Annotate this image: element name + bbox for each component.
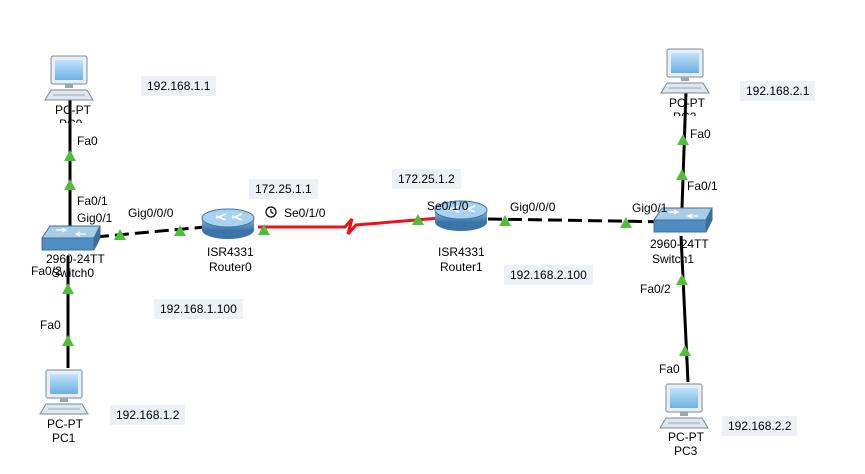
pc1-name-label: PC1 (52, 431, 76, 445)
note-r0-wan-ip[interactable]: 172.25.1.1 (249, 179, 318, 199)
port-label-pc3-fa0: Fa0 (659, 362, 680, 376)
port-label-pc1-fa0: Fa0 (40, 318, 61, 332)
switch-icon[interactable] (41, 225, 101, 251)
switch1-name-label: Switch1 (652, 252, 695, 266)
pc1-model-label: PC-PT (47, 417, 83, 431)
links (66, 91, 690, 383)
port-up-indicator (679, 345, 691, 356)
pc3-name-label: PC3 (674, 444, 698, 458)
port-label-r1-gig000: Gig0/0/0 (510, 200, 556, 214)
port-up-indicator (499, 215, 511, 226)
router0-model-label: ISR4331 (207, 245, 254, 259)
port-label-sw1-gig01: Gig0/1 (632, 201, 668, 215)
note-r1-lan-ip[interactable]: 192.168.2.100 (504, 265, 593, 285)
router-icon[interactable] (434, 200, 488, 231)
note-pc3-ip[interactable]: 192.168.2.2 (722, 416, 798, 436)
port-up-indicator (258, 224, 270, 235)
port-label-r0-gig000: Gig0/0/0 (128, 206, 174, 220)
router1-model-label: ISR4331 (438, 245, 485, 259)
switch-icon[interactable] (653, 207, 713, 233)
router0-name-label: Router0 (209, 260, 252, 274)
link-pc3-switch1[interactable] (679, 235, 690, 383)
link-router1-switch1[interactable] (487, 217, 676, 224)
port-label-sw0-fa01: Fa0/1 (77, 194, 108, 208)
port-up-indicator (64, 150, 76, 161)
port-indicators (62, 134, 691, 356)
pc-icon[interactable] (659, 383, 709, 429)
clock-icon (265, 206, 277, 218)
port-label-r0-se010: Se0/1/0 (284, 206, 326, 220)
port-label-pc2-fa0: Fa0 (690, 127, 711, 141)
port-up-indicator (62, 335, 74, 346)
note-pc0-ip[interactable]: 192.168.1.1 (141, 76, 217, 96)
pc-icon[interactable] (39, 369, 89, 415)
link-pc2-switch1[interactable] (680, 91, 688, 209)
note-r0-lan-ip[interactable]: 192.168.1.100 (154, 299, 243, 319)
router1-name-label: Router1 (440, 260, 483, 274)
port-up-indicator (114, 229, 126, 240)
note-r1-wan-ip[interactable]: 172.25.1.2 (392, 169, 461, 189)
port-up-indicator (62, 283, 74, 294)
port-label-r1-se010: Se0/1/0 (427, 199, 469, 213)
pc2-model-label: PC-PT (669, 96, 705, 110)
port-up-indicator (676, 274, 688, 285)
pc-icon[interactable] (660, 48, 710, 94)
switch0-name-label: Switch0 (52, 266, 95, 280)
link-router0-router1-serial[interactable] (258, 216, 441, 235)
port-label-sw1-fa02: Fa0/2 (640, 282, 671, 296)
port-label-pc0-fa0: Fa0 (77, 134, 98, 148)
pc3-model-label: PC-PT (668, 430, 704, 444)
port-label-sw1-fa01: Fa0/1 (687, 179, 718, 193)
router-icon[interactable] (201, 208, 255, 239)
port-up-indicator (412, 214, 424, 225)
pc0-model-label: PC-PT (55, 103, 91, 117)
switch0-model-label: 2960-24TT (46, 252, 105, 266)
port-up-indicator (677, 134, 689, 145)
port-label-sw0-fa02: Fa0/2 (31, 264, 62, 278)
port-up-indicator (620, 217, 632, 228)
port-up-indicator (64, 179, 76, 190)
switch1-model-label: 2960-24TT (650, 237, 709, 251)
note-pc2-ip[interactable]: 192.168.2.1 (740, 81, 816, 101)
note-pc1-ip[interactable]: 192.168.1.2 (110, 405, 186, 425)
pc2-name-label: PC2 (673, 110, 696, 116)
pc0-name-label: PC0 (59, 117, 82, 123)
port-up-indicator (676, 169, 688, 180)
port-up-indicator (174, 225, 186, 236)
link-switch0-router0[interactable] (94, 225, 206, 239)
pc-icon[interactable] (44, 55, 94, 101)
port-label-sw0-gig01: Gig0/1 (77, 211, 113, 225)
